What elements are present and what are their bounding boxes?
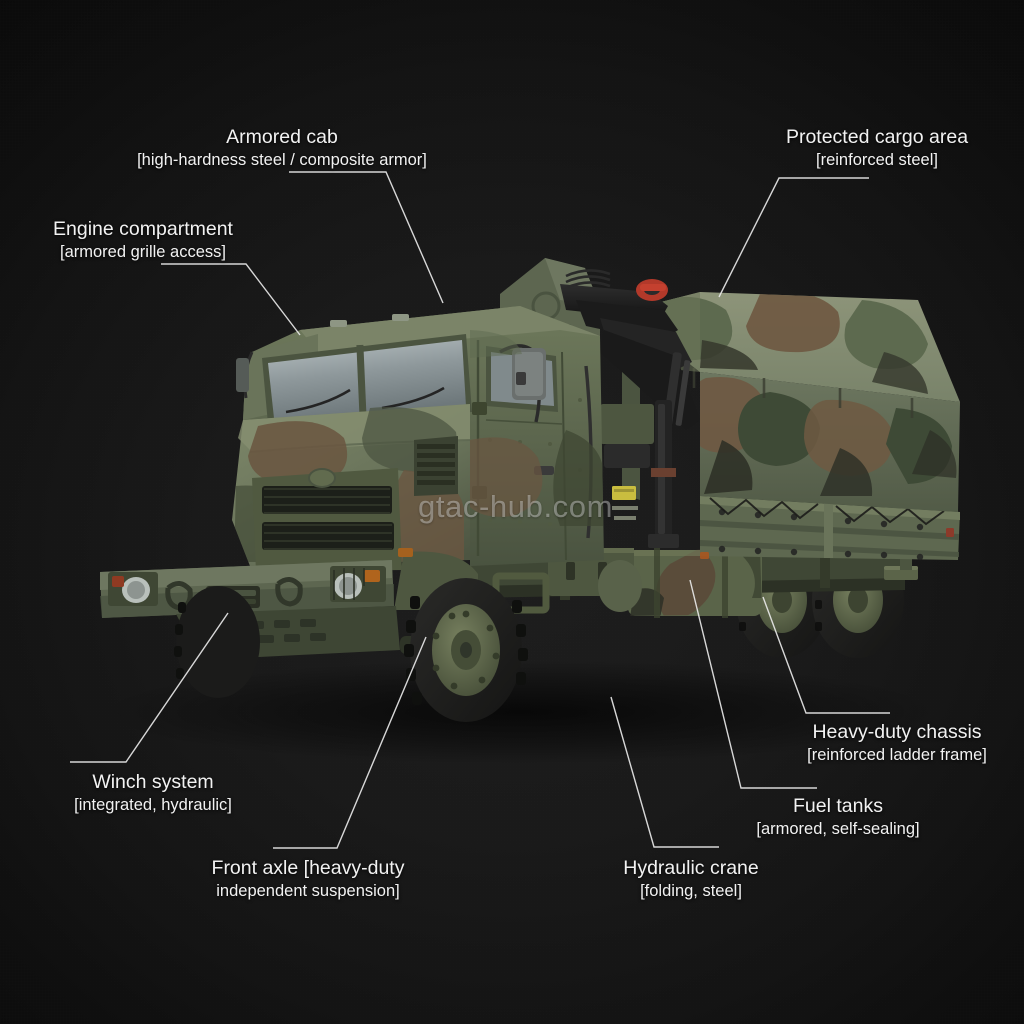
annotation-title: Protected cargo area [785, 126, 969, 148]
annotation-title: Fuel tanks [793, 795, 883, 817]
front-wheels [174, 578, 528, 722]
annotation-title: Engine compartment [53, 218, 233, 240]
annotation-spec: [high-hardness steel / composite armor] [137, 150, 427, 169]
annotation-protected-cargo-area: Protected cargo area [reinforced steel] [786, 126, 968, 170]
annotation-fuel-tanks: Fuel tanks [armored, self-sealing] [756, 795, 919, 839]
engine-hood [232, 404, 478, 610]
annotation-front-axle: Front axle [heavy-duty independent suspe… [212, 857, 405, 901]
annotation-title: Armored cab [226, 126, 338, 148]
annotation-spec: independent suspension] [216, 881, 400, 900]
cargo-tarp [622, 292, 960, 512]
annotation-armored-cab: Armored cab [high-hardness steel / compo… [137, 126, 427, 170]
annotation-winch-system: Winch system [integrated, hydraulic] [74, 771, 232, 815]
annotation-spec: [integrated, hydraulic] [74, 795, 232, 814]
annotation-spec: [reinforced steel] [816, 150, 938, 169]
annotation-title: Hydraulic crane [623, 857, 759, 879]
annotation-heavy-duty-chassis: Heavy-duty chassis [reinforced ladder fr… [807, 721, 987, 765]
crane-placard [612, 486, 636, 500]
annotation-spec: [armored grille access] [60, 242, 226, 261]
cargo-bed-sides [700, 496, 960, 561]
annotation-title: Front axle [heavy-duty [211, 857, 405, 879]
annotation-title: Heavy-duty chassis [812, 721, 982, 743]
annotation-spec: [folding, steel] [640, 881, 742, 900]
annotation-spec: [armored, self-sealing] [756, 819, 920, 838]
armored-cab [236, 306, 604, 566]
annotation-engine-compartment: Engine compartment [armored grille acces… [53, 218, 233, 262]
annotation-hydraulic-crane: Hydraulic crane [folding, steel] [623, 857, 758, 901]
annotation-title: Winch system [92, 771, 214, 793]
annotation-spec: [reinforced ladder frame] [807, 745, 987, 764]
